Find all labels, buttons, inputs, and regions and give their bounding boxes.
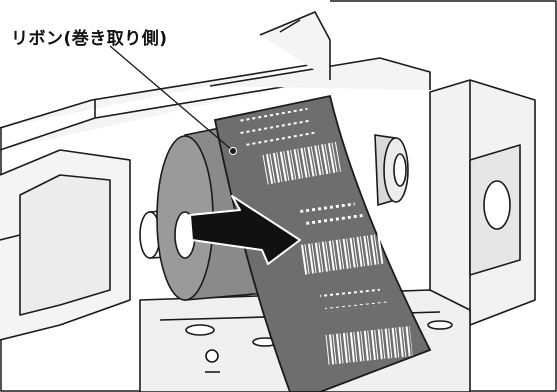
callout-leader-dot bbox=[229, 147, 237, 155]
insert-direction-arrow bbox=[189, 195, 301, 265]
callout-leader-line bbox=[109, 45, 233, 151]
callout-label: リボン(巻き取り側) bbox=[11, 29, 168, 49]
ribbon-web bbox=[213, 94, 432, 392]
